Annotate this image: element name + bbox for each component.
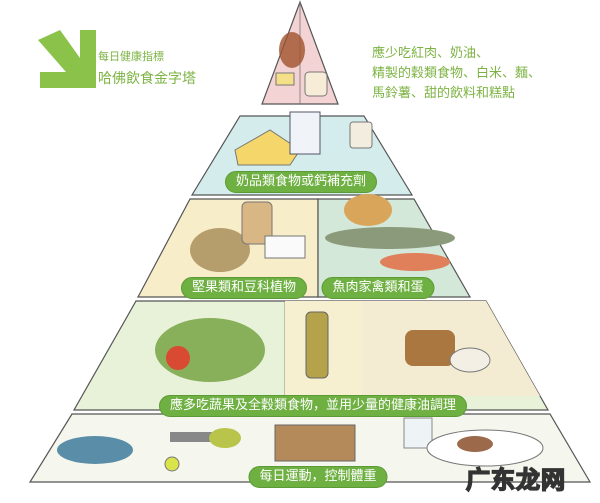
note-line: 精製的穀類食物、白米、麵、 (372, 66, 542, 81)
peanut-jar-illustration (241, 201, 273, 245)
tier-label-fish-poultry-eggs: 魚肉家禽類和蛋 (321, 277, 435, 299)
tier-label-exercise: 每日運動，控制體重 (248, 466, 388, 488)
bread-illustration (304, 71, 328, 97)
scale-illustration (274, 424, 356, 462)
note-line: 應少吃紅肉、奶油、 (372, 46, 490, 61)
watermark: 广东龙网 (465, 465, 566, 495)
butter-illustration (275, 72, 295, 86)
note-line: 馬鈴薯、甜的飲料和糕點 (372, 86, 516, 101)
tomato-illustration (166, 346, 190, 370)
sneakers-illustration (57, 436, 133, 464)
tier-label-nuts-legumes: 堅果類和豆科植物 (180, 277, 308, 299)
dumbbell-illustration (170, 432, 212, 442)
rice-bowl-illustration (449, 347, 491, 373)
bread-loaf-illustration (405, 330, 455, 366)
nuts-illustration (190, 228, 250, 272)
ping-pong-paddle-illustration (209, 428, 241, 448)
tofu-illustration (264, 235, 306, 259)
header-title: 哈佛飲食金字塔 (98, 71, 196, 87)
top-tier-note: 應少吃紅肉、奶油、 精製的穀類食物、白米、麵、 馬鈴薯、甜的飲料和糕點 (372, 44, 541, 104)
header-subtitle: 每日健康指標 (98, 50, 164, 63)
oil-bottle-illustration (305, 311, 329, 379)
tier-label-dairy: 奶品類食物或鈣補充劑 (224, 171, 378, 193)
arrow-down-right-icon (38, 30, 96, 88)
cheese-illustration (234, 129, 301, 166)
yogurt-illustration (349, 121, 373, 149)
tennis-ball-illustration (164, 456, 180, 472)
salmon-illustration (380, 253, 450, 271)
tier-label-vegetables-grains: 應多吃蔬果及全穀類食物，並用少量的健康油調理 (158, 395, 468, 417)
fish-illustration (325, 227, 455, 249)
water-glass-illustration (403, 417, 433, 449)
milk-carton-illustration (289, 111, 321, 155)
meat-illustration (279, 32, 305, 68)
chicken-illustration (344, 194, 392, 226)
